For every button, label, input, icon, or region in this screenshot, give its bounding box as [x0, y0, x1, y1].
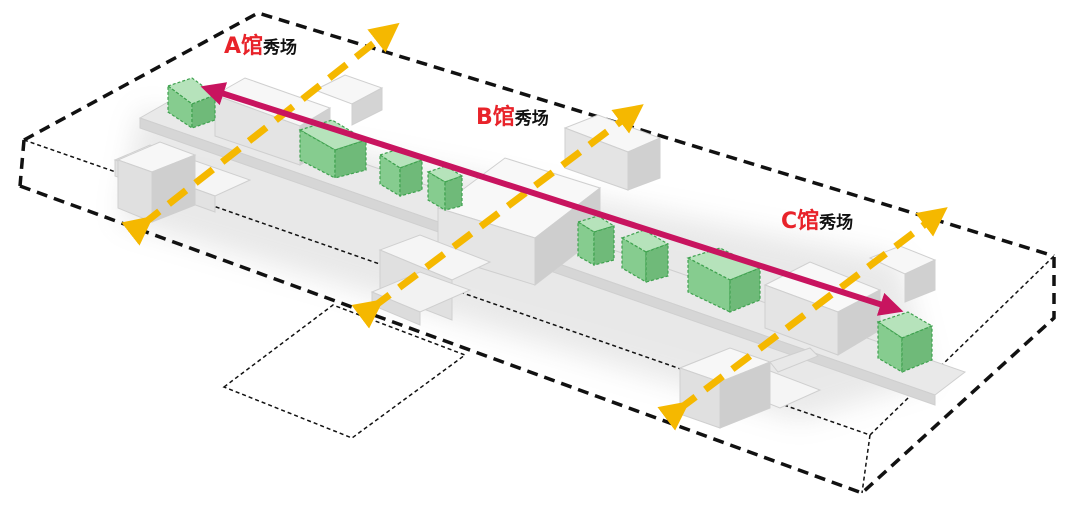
label-hall-b-code: B馆 [476, 105, 515, 130]
label-hall-c: C馆秀场 [781, 211, 853, 233]
label-hall-c-suffix: 秀场 [819, 213, 854, 233]
label-hall-a: A馆秀场 [224, 36, 297, 58]
cross-arrow-c [657, 207, 948, 431]
label-hall-b-suffix: 秀场 [514, 109, 549, 129]
main-axis-arrow [200, 82, 904, 316]
label-hall-a-code: A馆 [224, 34, 264, 59]
exhibit-box-b1 [576, 215, 616, 267]
label-hall-c-code: C馆 [781, 209, 820, 234]
plot-outline [222, 304, 467, 439]
exhibit-box-a4 [426, 165, 464, 212]
exhibit-box-c1 [876, 311, 934, 374]
label-hall-b: B馆秀场 [476, 107, 549, 129]
label-hall-a-suffix: 秀场 [263, 38, 298, 58]
site-boundary [18, 11, 1056, 496]
